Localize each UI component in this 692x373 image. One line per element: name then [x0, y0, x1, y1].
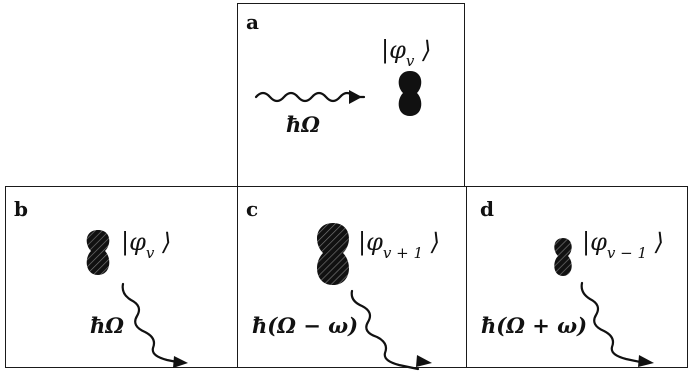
panel-a-photon-energy: ħΩ: [286, 112, 320, 137]
panel-d-ket: |φv − 1 ⟩: [582, 228, 664, 260]
panel-c: [237, 186, 467, 368]
panel-c-ket: |φv + 1 ⟩: [358, 228, 440, 260]
panel-b-ket: |φv ⟩: [121, 228, 171, 260]
panel-d-photon-energy: ħ(Ω + ω): [481, 313, 587, 338]
panel-d-label: d: [480, 197, 494, 221]
panel-b-photon-energy: ħΩ: [90, 313, 124, 338]
panel-b: [5, 186, 238, 368]
panel-a-label: a: [246, 10, 259, 34]
panel-c-label: c: [246, 197, 258, 221]
panel-a: [237, 3, 465, 187]
panel-c-photon-energy: ħ(Ω − ω): [252, 313, 358, 338]
panel-b-label: b: [14, 197, 28, 221]
panel-d: [466, 186, 688, 368]
panel-a-ket: |φv ⟩: [381, 36, 431, 68]
